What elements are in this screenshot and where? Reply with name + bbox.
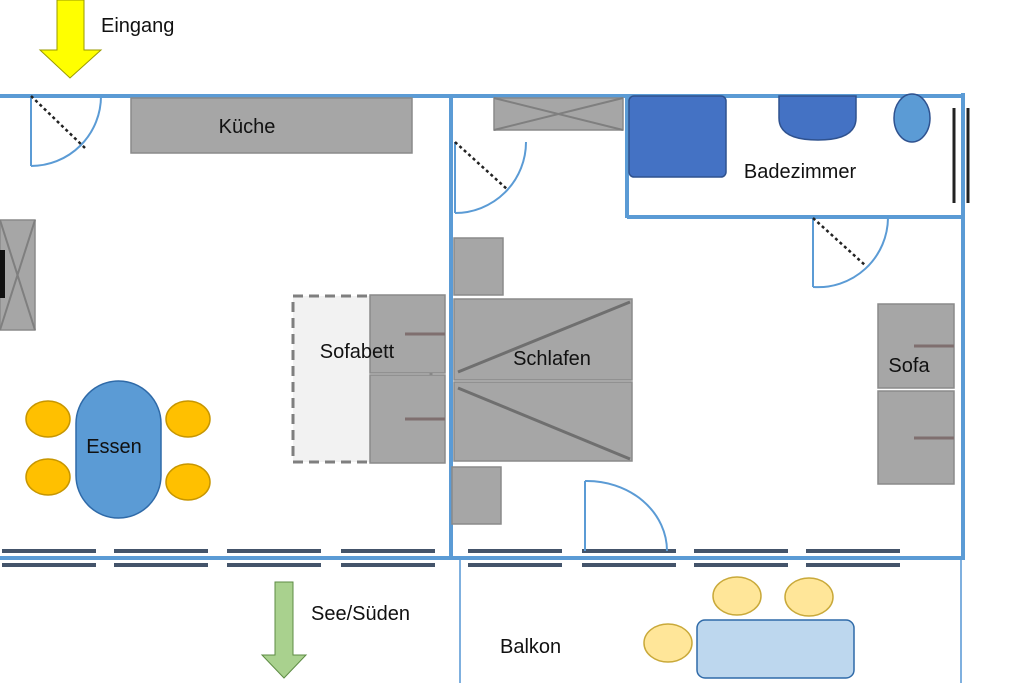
left-cabinet bbox=[0, 219, 36, 331]
entrance-label: Eingang bbox=[101, 15, 174, 37]
balcony-door bbox=[584, 479, 668, 552]
bathroom-label: Badezimmer bbox=[744, 161, 857, 183]
balcony-outline bbox=[459, 560, 962, 683]
sofabed-label: Sofabett bbox=[320, 341, 395, 363]
windows bbox=[2, 549, 900, 567]
south-arrow-icon bbox=[260, 581, 308, 679]
bathroom-door bbox=[812, 217, 889, 289]
wardrobe bbox=[493, 97, 624, 131]
kitchen-label: Küche bbox=[219, 116, 276, 138]
dining-chairs bbox=[25, 400, 211, 501]
washbasin bbox=[778, 95, 857, 141]
kitchen-counter bbox=[130, 97, 413, 154]
entrance-arrow-icon bbox=[38, 0, 103, 79]
entrance-door bbox=[30, 95, 102, 167]
lake-south-label: See/Süden bbox=[311, 603, 410, 625]
dining-table bbox=[75, 380, 162, 519]
bedroom-door bbox=[454, 141, 527, 214]
balcony-label: Balkon bbox=[500, 636, 561, 658]
balcony-table bbox=[696, 619, 855, 679]
nightstand-bottom bbox=[451, 466, 502, 525]
sofa-label: Sofa bbox=[888, 355, 930, 377]
toilet bbox=[893, 93, 931, 143]
bathroom-window bbox=[952, 108, 970, 203]
sleeping-label: Schlafen bbox=[513, 348, 591, 370]
balcony-chairs bbox=[643, 576, 834, 663]
nightstand-top bbox=[453, 237, 504, 296]
dining-label: Essen bbox=[86, 436, 142, 458]
shower-tray bbox=[628, 95, 727, 178]
